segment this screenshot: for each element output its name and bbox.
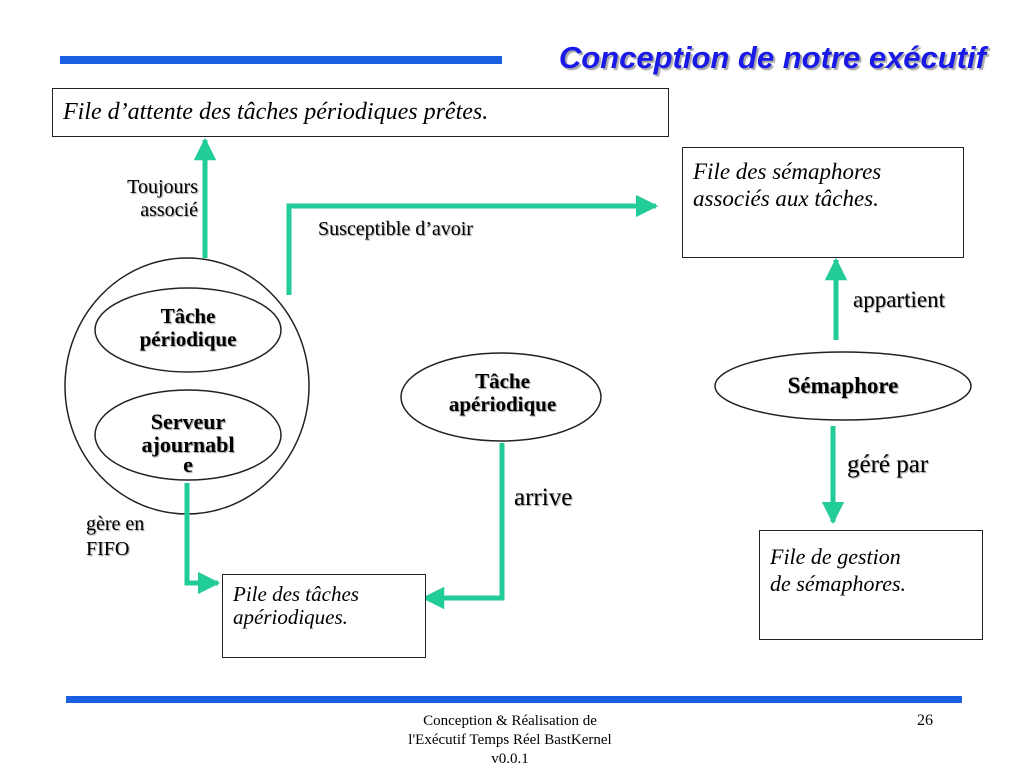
server-label: Serveur ajournabl e (108, 409, 268, 477)
aperiodic-stack-box: Pile des tâches apériodiques. (222, 574, 426, 658)
aperiodic-task-ellipse (400, 352, 602, 442)
page-number: 26 (917, 712, 933, 729)
semaphore-management-line1: File de gestion (770, 544, 901, 569)
aperiodic-stack-line2: apériodiques. (233, 605, 348, 629)
fifo-line1: gère en (86, 513, 145, 535)
arrow-arrives (421, 443, 505, 610)
periodic-task-line1: Tâche (160, 304, 216, 328)
aperiodic-task-line1: Tâche (475, 369, 530, 393)
semaphore-queue-line2: associés aux tâches. (693, 186, 879, 211)
footer-line3: v0.0.1 (491, 751, 529, 767)
always-line1: Toujours (127, 176, 198, 198)
may-have-label: Susceptible d’avoir (318, 218, 473, 240)
periodic-task-ellipse (94, 287, 282, 373)
always-line2: associé (140, 199, 198, 221)
belongs-label: appartient (853, 287, 945, 312)
periodic-ready-queue-label: File d’attente des tâches périodiques pr… (63, 99, 489, 125)
semaphore-label: Sémaphore (787, 373, 899, 398)
footer-caption: Conception & Réalisation de l'Exécutif T… (360, 712, 660, 769)
semaphore-ellipse (714, 351, 972, 421)
aperiodic-task-line2: apériodique (448, 392, 557, 416)
fifo-line2: FIFO (86, 538, 130, 560)
server-line2: ajournabl (141, 432, 235, 457)
semaphore-management-box: File de gestion de sémaphores. (759, 530, 983, 640)
managed-by-label: géré par (847, 451, 929, 478)
aperiodic-stack-line1: Pile des tâches (233, 582, 359, 606)
title-rule (60, 56, 502, 64)
periodic-task-line2: périodique (139, 327, 237, 351)
footer-rule (66, 696, 962, 703)
periodic-task-label: Tâche périodique (108, 305, 268, 351)
periodic-ready-queue-box: File d’attente des tâches périodiques pr… (52, 88, 669, 137)
semaphore-queue-box: File des sémaphores associés aux tâches. (682, 147, 964, 258)
arrow-fifo (184, 483, 221, 595)
server-line1: Serveur (150, 409, 226, 434)
arrow-may-have (286, 194, 659, 295)
fifo-label: gère en FIFO (86, 512, 144, 562)
semaphore-queue-line1: File des sémaphores (693, 159, 882, 184)
slide-title: Conception de notre exécutif (558, 40, 986, 75)
footer-line2: l'Exécutif Temps Réel BastKernel (408, 732, 612, 748)
semaphore-management-line2: de sémaphores. (770, 571, 907, 596)
arrives-label: arrive (514, 484, 573, 511)
server-ellipse (94, 389, 282, 481)
aperiodic-task-label: Tâche apériodique (420, 370, 585, 416)
footer-line1: Conception & Réalisation de (423, 713, 597, 729)
always-associated-label: Toujours associé (80, 176, 198, 222)
server-line3: e (183, 452, 193, 477)
